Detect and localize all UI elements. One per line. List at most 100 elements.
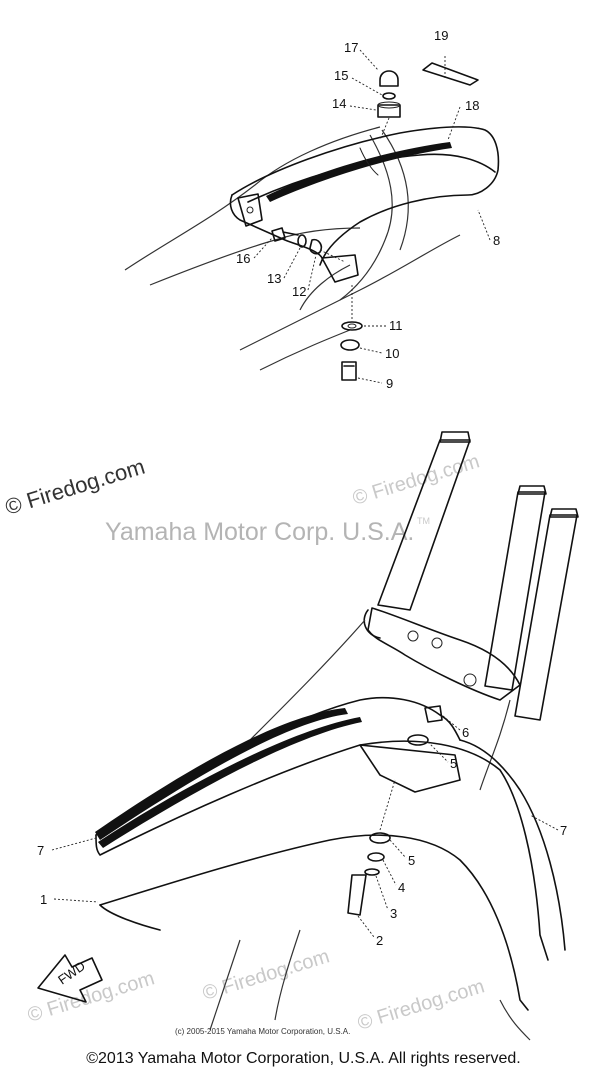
nut-12 <box>377 104 401 118</box>
leader-15-17 <box>319 249 346 263</box>
callout-7-left: 7 <box>37 843 44 858</box>
rear-frame-line-4 <box>259 329 351 371</box>
leader-line-8 <box>477 209 491 241</box>
watermark-yamaha-main: Yamaha Motor Corp. U.S.A. <box>105 518 414 546</box>
fork-clamp-left <box>363 609 381 639</box>
callout-6: 6 <box>462 725 469 740</box>
rear-shock-outline <box>339 134 393 301</box>
front-wheel-area-line-2 <box>274 929 301 1021</box>
bracket-bolt-1 <box>407 630 419 642</box>
rear-fender-bracket-hole <box>246 206 254 214</box>
callout-11: 11 <box>389 318 403 333</box>
callout-5-upper: 5 <box>450 756 457 771</box>
watermark-firedog-right-top: © Firedog.com <box>350 450 482 509</box>
fork-tube-right-a-cap <box>517 485 547 495</box>
leader-line-7-left <box>51 837 97 851</box>
spacer-17 <box>309 238 323 255</box>
front-wheel-area-line-3 <box>499 999 531 1041</box>
front-fender-outer-edge <box>95 740 549 961</box>
acorn-nut-14 <box>379 70 399 87</box>
watermark-firedog-bottom-left: © Firedog.com <box>25 967 157 1026</box>
front-fender-inner-curve <box>99 834 529 1011</box>
front-frame-tube-right <box>479 699 511 791</box>
rear-frame-line-3 <box>239 234 461 351</box>
callout-10: 10 <box>385 346 399 361</box>
leader-line-5-lower <box>389 839 407 859</box>
watermark-firedog-bottom-mid: © Firedog.com <box>200 945 332 1004</box>
washer-11-hole <box>347 323 357 329</box>
leader-line-1 <box>53 898 99 903</box>
rear-frame-line-5 <box>299 264 351 311</box>
callout-4: 4 <box>398 880 405 895</box>
callout-17: 12 <box>292 284 306 299</box>
washer-3 <box>364 868 380 876</box>
callout-8: 8 <box>493 233 500 248</box>
rear-fender-stripe <box>266 142 452 202</box>
leader-line-2 <box>357 915 375 938</box>
washer-5-lower <box>369 832 391 844</box>
callout-2: 2 <box>376 933 383 948</box>
washer-11 <box>341 321 363 331</box>
callout-12: 14 <box>332 96 346 111</box>
callout-9: 9 <box>386 376 393 391</box>
leader-line-12 <box>349 105 377 111</box>
callout-5-lower: 5 <box>408 853 415 868</box>
leader-line-10 <box>359 347 383 354</box>
bolt-9 <box>341 361 357 381</box>
callout-15: 16 <box>236 251 250 266</box>
leader-line-16 <box>283 247 301 279</box>
fork-tube-left-cap <box>439 431 471 443</box>
small-copyright: (c) 2005-2015 Yamaha Motor Corporation, … <box>175 1027 350 1036</box>
rear-fender-seam <box>359 147 379 176</box>
front-fender-bracket-plate <box>359 744 461 793</box>
front-callouts: 6 5 7 7 5 4 3 2 1 <box>37 715 567 948</box>
watermark-trademark: TM <box>417 516 430 526</box>
front-fender-assembly: FWD <box>37 431 579 1041</box>
watermark-firedog-bottom-right: © Firedog.com <box>355 975 487 1034</box>
bolt-15 <box>271 227 299 242</box>
leader-18 <box>447 106 461 141</box>
front-frame-tube-left <box>249 619 366 741</box>
front-fender-side-rim <box>459 739 566 951</box>
fork-tube-left <box>377 439 471 611</box>
watermark-firedog-left: © Firedog.com <box>2 454 148 520</box>
leader-bolt-stack <box>379 779 396 831</box>
washer-16 <box>297 234 307 248</box>
rear-fender-flap <box>229 194 323 259</box>
leader-line-4 <box>382 859 397 886</box>
fwd-arrow-icon <box>37 954 103 1003</box>
rear-fender-body <box>231 126 500 266</box>
bracket-bolt-2 <box>431 637 443 649</box>
front-fender-lower-edge <box>99 904 161 931</box>
callout-18: 18 <box>465 98 479 113</box>
rear-frame-outline <box>124 126 381 271</box>
leader-line-3 <box>375 875 389 911</box>
washer-10 <box>340 339 360 351</box>
callout-13: 15 <box>334 68 348 83</box>
leader-line-13 <box>351 77 383 96</box>
leader-line-9 <box>357 377 383 384</box>
rear-shock-outline-2 <box>381 129 409 251</box>
callout-7-right: 7 <box>560 823 567 838</box>
leader-line-15 <box>253 237 273 259</box>
leader-line-14 <box>359 49 379 71</box>
callout-19: 19 <box>434 28 448 43</box>
leader-line-17 <box>307 254 317 291</box>
leader-line-7-right <box>529 814 559 831</box>
steering-bracket <box>367 607 521 701</box>
callout-14: 17 <box>344 40 358 55</box>
rear-fender-assembly <box>124 55 500 381</box>
rear-fender-stay <box>321 254 359 283</box>
callout-3: 3 <box>390 906 397 921</box>
callout-1: 1 <box>40 892 47 907</box>
leader-line-5-upper <box>427 741 449 763</box>
spacer-6 <box>424 705 443 723</box>
washer-5-upper <box>407 734 429 746</box>
fork-tube-right-b <box>514 514 578 721</box>
reflector-19 <box>422 62 479 86</box>
fork-tube-right-b-cap <box>549 508 579 518</box>
nut-12-top <box>377 101 401 109</box>
washer-13 <box>382 92 396 100</box>
footer-copyright: ©2013 Yamaha Motor Corporation, U.S.A. A… <box>86 1050 521 1067</box>
